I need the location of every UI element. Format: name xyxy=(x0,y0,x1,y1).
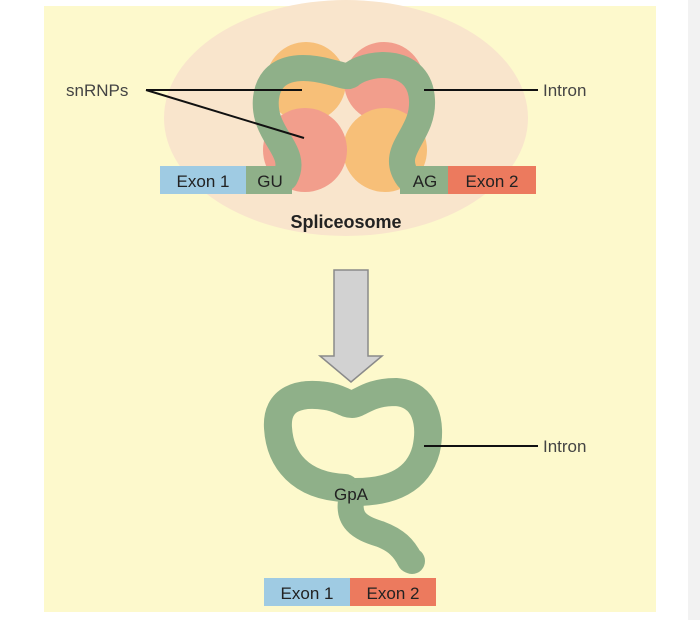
exon2-block-top xyxy=(448,166,536,194)
gu-label: GU xyxy=(257,172,283,191)
intron-label-bottom: Intron xyxy=(543,437,586,456)
intron-label-top: Intron xyxy=(543,81,586,100)
window-edge xyxy=(688,0,700,620)
ag-block xyxy=(400,166,448,194)
snrnp-center-gap xyxy=(336,108,354,126)
exon1-label-top: Exon 1 xyxy=(177,172,230,191)
exon2-block-bottom xyxy=(350,578,436,606)
gpa-label: GpA xyxy=(334,485,369,504)
intron-lariat xyxy=(263,377,443,506)
lariat-tail-end xyxy=(399,548,425,574)
intron-loop-top xyxy=(252,52,435,191)
exon2-label-top: Exon 2 xyxy=(466,172,519,191)
spliceosome-label: Spliceosome xyxy=(290,212,401,232)
snrnps-pointer-line-2 xyxy=(145,89,305,139)
exon1-label-bottom: Exon 1 xyxy=(281,584,334,603)
snrnps-label: snRNPs xyxy=(66,81,128,100)
ag-label: AG xyxy=(413,172,438,191)
exon1-block-bottom xyxy=(264,578,350,606)
lariat-tail xyxy=(337,483,423,573)
gu-block xyxy=(246,166,292,194)
exon1-block-top xyxy=(160,166,246,194)
down-arrow xyxy=(317,269,385,383)
exon2-label-bottom: Exon 2 xyxy=(367,584,420,603)
